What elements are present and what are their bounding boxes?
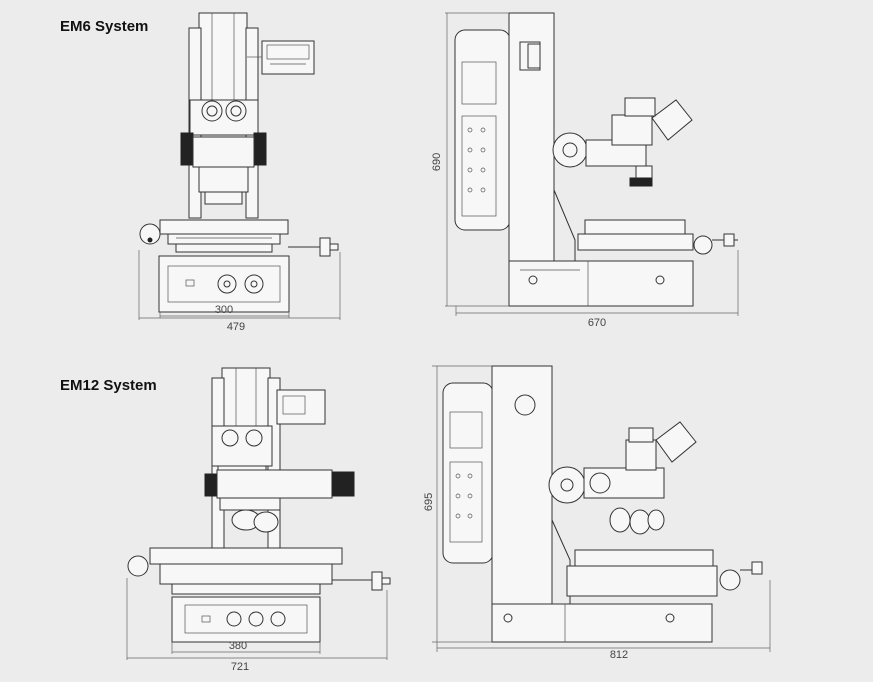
em6-title: EM6 System [60,18,149,35]
em12-front-view [126,367,391,660]
em12-side-view [432,365,771,652]
em6-front-dim-inner: 300 [215,304,233,316]
em6-front-dim-outer: 479 [227,321,245,333]
em12-side-dim-depth: 812 [610,649,628,661]
em6-side-dim-height: 690 [431,153,443,171]
em12-title: EM12 System [60,377,157,394]
em6-side-dim-depth: 670 [588,317,606,329]
em12-front-dim-inner: 380 [229,640,247,652]
em12-front-dim-outer: 721 [231,661,249,673]
em6-side-view [445,12,739,316]
em6-front-view [138,12,341,320]
em12-side-dim-height: 695 [423,493,435,511]
